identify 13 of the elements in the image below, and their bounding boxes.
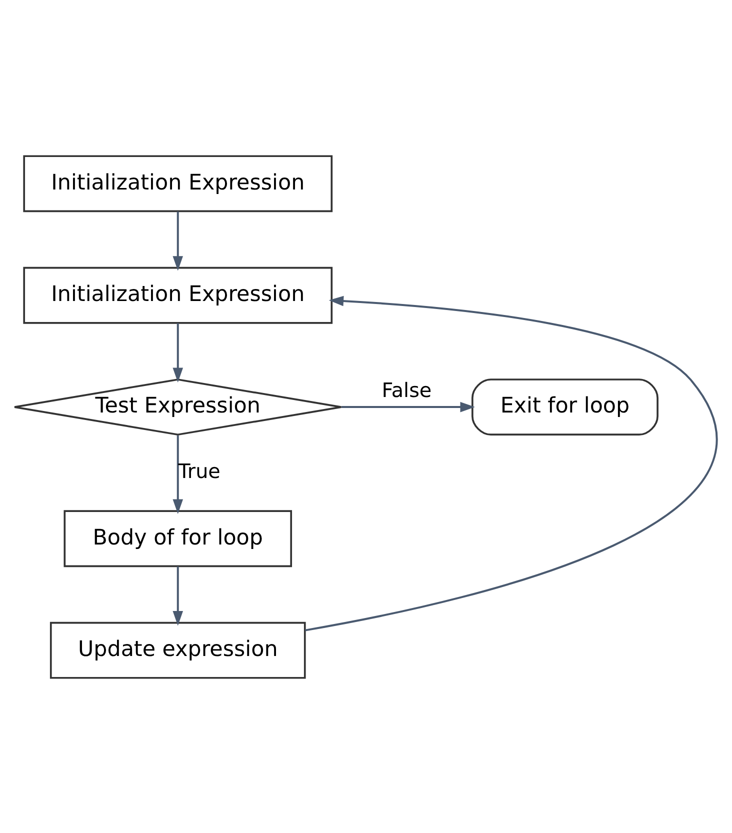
- arrow: [172, 322, 184, 382]
- node-diamond: Test Expression: [14, 378, 342, 436]
- node-box: Initialization Expression: [23, 154, 333, 212]
- node-box: Body of for loop: [64, 510, 292, 567]
- node-box: Update expression: [50, 621, 306, 678]
- arrow: [172, 434, 184, 514]
- arrow: [304, 295, 717, 631]
- edge-label: False: [382, 378, 432, 402]
- arrow: [172, 211, 184, 270]
- node-box: Initialization Expression: [23, 266, 333, 324]
- node-box: Exit for loop: [472, 378, 658, 436]
- arrow: [342, 401, 475, 412]
- arrow: [172, 566, 184, 626]
